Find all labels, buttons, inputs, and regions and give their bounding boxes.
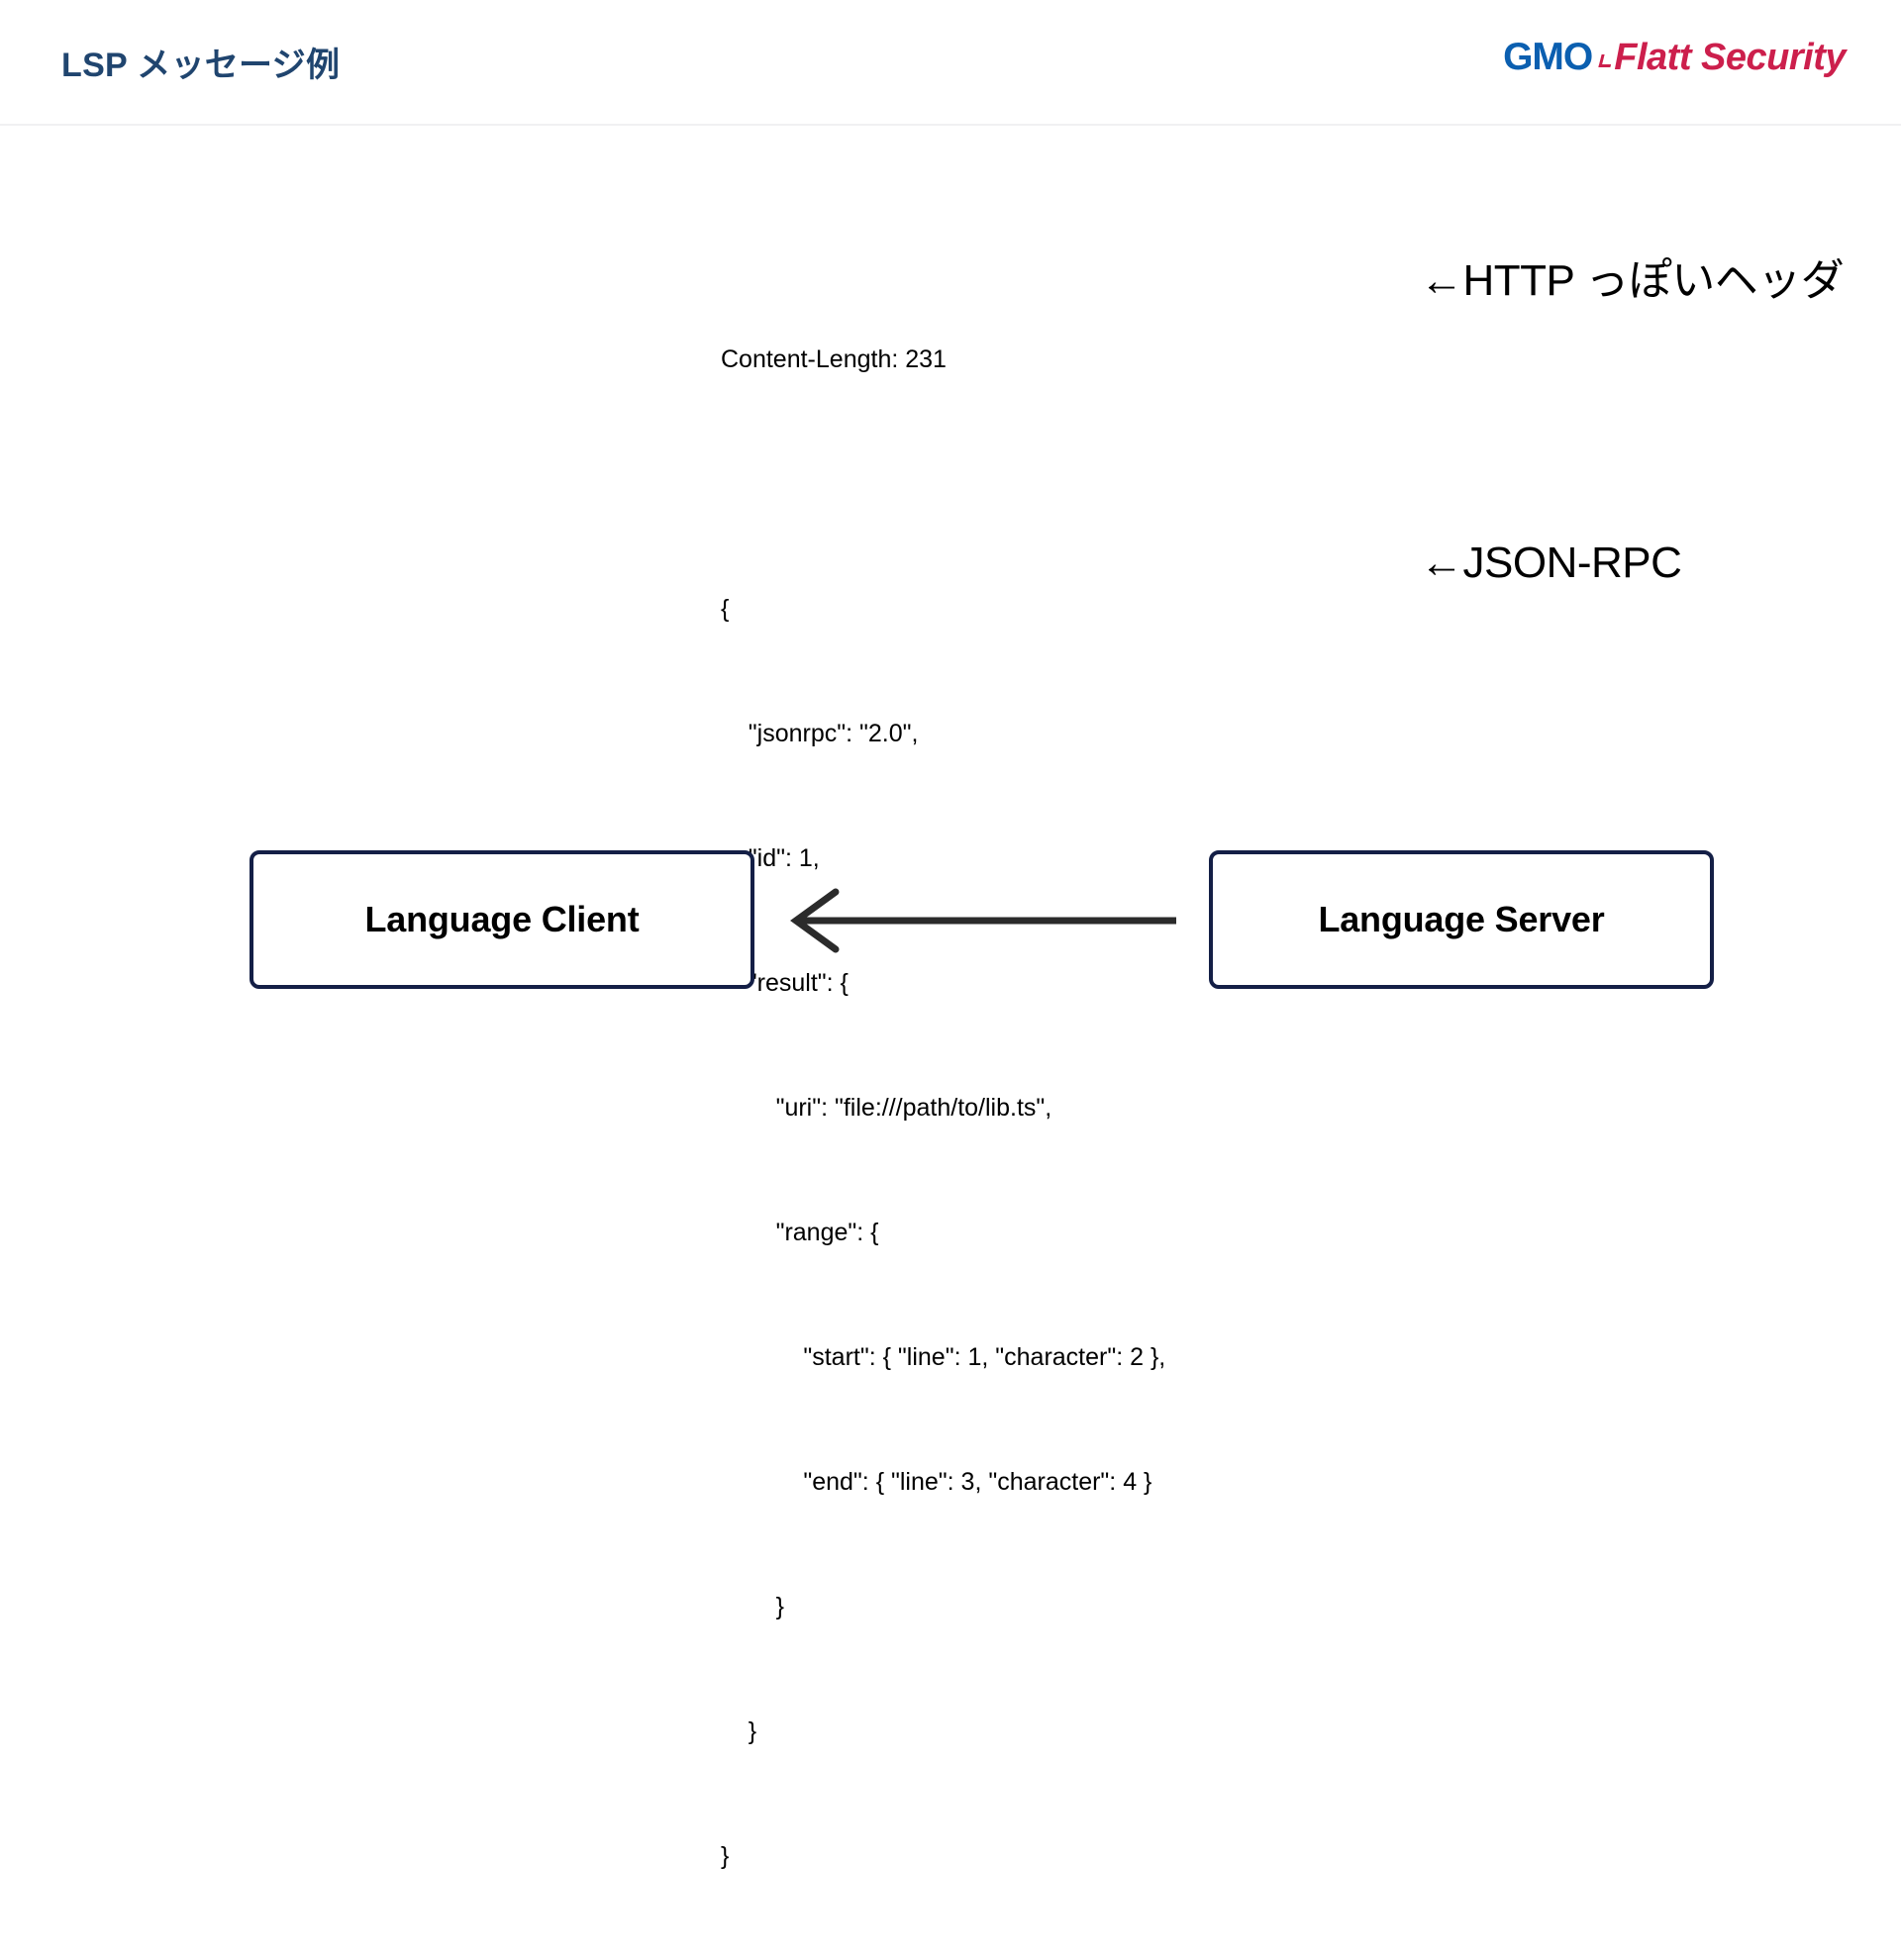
- page-title: LSP メッセージ例: [61, 47, 341, 84]
- message-line-content-length: Content-Length: 231: [721, 345, 947, 373]
- language-server-box: Language Server: [1209, 850, 1714, 989]
- lsp-message-block: Content-Length: 231 { "jsonrpc": "2.0", …: [721, 255, 1165, 1960]
- message-line-close-root: }: [721, 1842, 730, 1870]
- brand-logo: GMO Flatt Security: [1503, 36, 1846, 79]
- message-line-close-result: }: [721, 1717, 757, 1745]
- message-line-range: "range": {: [721, 1219, 879, 1246]
- language-server-label: Language Server: [1318, 899, 1605, 939]
- message-line-close-range: }: [721, 1593, 784, 1620]
- message-line-blank: [721, 463, 1165, 505]
- message-line-result: "result": {: [721, 969, 849, 997]
- logo-gmo-text: GMO: [1503, 36, 1593, 78]
- message-line-jsonrpc: "jsonrpc": "2.0",: [721, 720, 919, 747]
- header-divider: [0, 124, 1901, 126]
- check-mark-icon: [1598, 47, 1612, 68]
- message-line-id: "id": 1,: [721, 844, 820, 872]
- language-client-box: Language Client: [250, 850, 754, 989]
- message-line-end: "end": { "line": 3, "character": 4 }: [721, 1468, 1152, 1496]
- logo-flatt-security-text: Flatt Security: [1614, 37, 1846, 78]
- message-line-start: "start": { "line": 1, "character": 2 },: [721, 1343, 1166, 1371]
- annotation-http-header: ←HTTP っぽいヘッダ: [1420, 256, 1845, 305]
- language-client-label: Language Client: [364, 899, 640, 939]
- slide-header: LSP メッセージ例 GMO Flatt Security: [0, 0, 1901, 125]
- message-line-open-brace: {: [721, 595, 730, 623]
- slide-canvas: LSP メッセージ例 GMO Flatt Security Content-Le…: [0, 0, 1901, 1069]
- message-line-uri: "uri": "file:///path/to/lib.ts",: [721, 1094, 1052, 1122]
- annotation-json-rpc: ←JSON-RPC: [1420, 539, 1682, 587]
- left-arrow-icon: [790, 888, 1176, 953]
